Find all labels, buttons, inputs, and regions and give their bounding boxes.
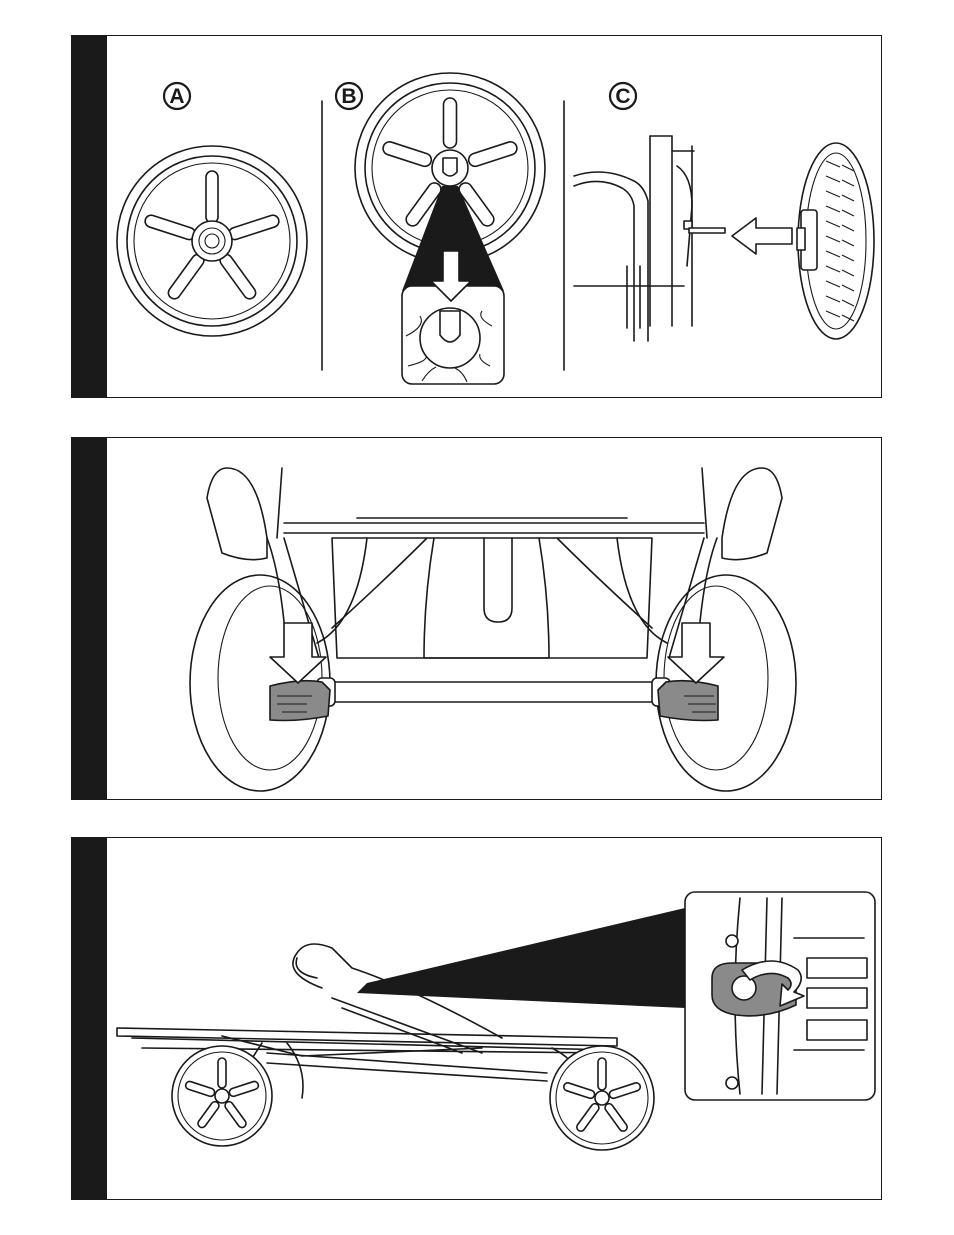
wheel-c-side-view bbox=[797, 143, 874, 339]
wheel-spoke bbox=[467, 140, 519, 168]
wheel-spoke bbox=[598, 1058, 606, 1090]
zoom-inset-hub-detail bbox=[402, 286, 504, 384]
zoom-inset-lock-detail bbox=[685, 892, 875, 1100]
svg-text:A: A bbox=[169, 85, 184, 108]
panel-2-illustration bbox=[72, 438, 883, 801]
wheel-spoke bbox=[381, 140, 433, 168]
wheel-spoke bbox=[444, 98, 457, 148]
wheel-spoke bbox=[206, 171, 218, 223]
instruction-panel-folded-stroller bbox=[71, 837, 882, 1200]
arrow-left-icon bbox=[732, 218, 792, 254]
panel-1-illustration: A B bbox=[72, 36, 883, 399]
instruction-panel-wheel-removal: A B bbox=[71, 35, 882, 398]
svg-text:B: B bbox=[341, 85, 356, 108]
step-a-marker: A bbox=[164, 83, 190, 109]
wheel-spoke bbox=[218, 1058, 226, 1088]
svg-text:C: C bbox=[615, 85, 630, 108]
instruction-panel-brake-bar bbox=[71, 437, 882, 800]
stroller-frame-side-view bbox=[574, 136, 725, 341]
wheel-spoke bbox=[166, 252, 206, 301]
panel-3-illustration bbox=[72, 838, 883, 1201]
zoom-callout-cone bbox=[357, 908, 685, 1008]
wheel-spoke bbox=[144, 214, 197, 241]
wheel-spoke bbox=[218, 252, 258, 301]
wheel-a-illustration bbox=[117, 146, 307, 336]
step-c-marker: C bbox=[610, 83, 636, 109]
step-b-marker: B bbox=[336, 83, 362, 109]
wheel-spoke bbox=[227, 214, 280, 241]
